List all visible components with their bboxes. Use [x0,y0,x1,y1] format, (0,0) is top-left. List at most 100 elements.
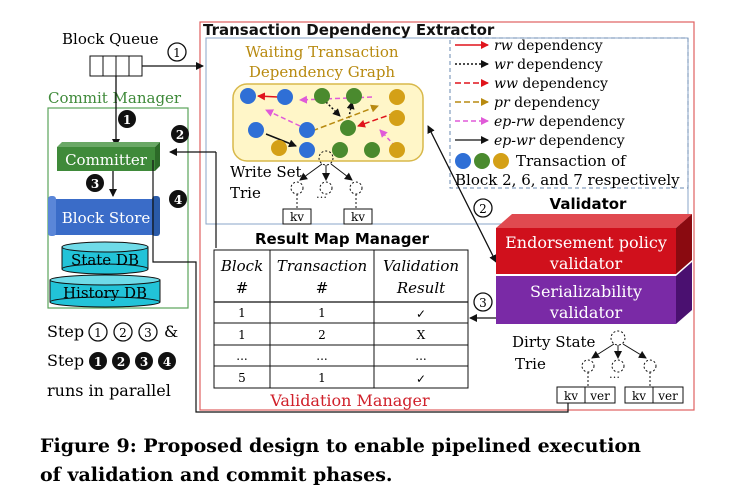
graph-title-1: Waiting Transaction [245,43,398,61]
committer-box: Committer [57,142,160,171]
table-cell: 5 [238,371,246,385]
result-map-title: Result Map Manager [255,230,430,248]
write-set-label-1: Write Set [230,163,302,181]
table-cell: 1 [318,371,326,385]
svg-text:…: … [609,368,620,381]
svg-text:kv: kv [351,210,365,224]
svg-text:Block: Block [220,257,263,275]
svg-text:4: 4 [174,193,182,207]
table-cell: 2 [318,328,326,342]
svg-text:Endorsement policy: Endorsement policy [505,233,667,252]
svg-text:1: 1 [94,355,102,369]
svg-text:4: 4 [163,355,171,369]
svg-text:ver: ver [589,389,610,403]
endorsement-validator: Endorsement policy validator [496,214,692,274]
svg-text:runs in parallel: runs in parallel [47,381,171,400]
marker-serial: 3 [473,292,493,312]
validation-manager-box [199,21,695,411]
dirty-kv-ver-2: kv ver [624,386,684,404]
commit-manager-title: Commit Manager [48,89,182,107]
svg-text:Serializability: Serializability [530,282,642,301]
commit-marker-1: 1 [118,110,136,128]
block-queue-label: Block Queue [62,30,159,48]
write-set-label-2: Trie [230,184,261,202]
svg-text:Block Store: Block Store [62,209,151,227]
svg-text:Step: Step [47,322,84,341]
graph-title-2: Dependency Graph [249,63,396,81]
result-map-headers: Block # Transaction # Validation Result [220,257,459,297]
svg-text:ww dependency: ww dependency [494,76,608,92]
svg-text:Result: Result [396,279,446,297]
marker-extract: 2 [473,198,493,218]
svg-text:ep-wr dependency: ep-wr dependency [494,133,625,149]
marker-queue: 1 [167,42,187,62]
svg-text:wr dependency: wr dependency [494,57,603,73]
result-map-rows: 1 1 ✓ 1 2 X ... ... ... 5 1 ✓ [236,306,426,386]
svg-text:validator: validator [549,303,623,322]
table-cell: ... [415,349,426,363]
table-cell: ... [316,349,327,363]
commit-marker-2: 2 [171,125,189,143]
svg-text:3: 3 [144,326,152,340]
svg-text:2: 2 [119,326,127,340]
steps-legend: Step 1 2 3 & Step 1 2 3 4 runs in parall… [47,322,178,400]
svg-text:Transaction of: Transaction of [516,152,627,170]
commit-marker-4: 4 [169,190,187,208]
validator-title: Validator [550,195,628,213]
svg-text:kv: kv [564,389,578,403]
svg-text:Step: Step [47,351,84,370]
svg-text:Block 2, 6, and 7 respectively: Block 2, 6, and 7 respectively [455,171,680,189]
svg-text:ver: ver [657,389,678,403]
caption-line-2: of validation and commit phases. [40,464,393,486]
graph-validator-arrow [427,125,497,263]
svg-text:&: & [164,322,178,341]
commit-marker-3: 3 [86,174,104,192]
svg-text:State DB: State DB [71,251,139,269]
caption-line-1: Figure 9: Proposed design to enable pipe… [40,435,641,457]
table-cell: ... [236,349,247,363]
svg-text:rw dependency: rw dependency [494,38,603,54]
block-queue [89,55,143,77]
svg-text:2: 2 [479,202,487,216]
svg-text:3: 3 [479,296,487,310]
table-cell: 1 [318,306,326,320]
history-db: History DB [49,274,161,308]
svg-text:3: 3 [91,177,99,191]
validation-manager-title: Validation Manager [269,391,430,410]
dirty-kv-ver-1: kv ver [556,386,616,404]
extractor-title: Transaction Dependency Extractor [203,21,495,39]
svg-text:#: # [316,279,329,297]
svg-text:Transaction: Transaction [277,257,367,275]
legend: rw dependency wr dependency ww dependenc… [455,38,680,189]
serializability-validator: Serializability validator [496,262,692,324]
svg-text:Committer: Committer [65,151,148,169]
svg-text:kv: kv [632,389,646,403]
committer-feedback-line [152,160,569,413]
table-cell: ✓ [416,372,426,386]
table-cell: 1 [238,306,246,320]
svg-text:1: 1 [94,326,102,340]
svg-text:…: … [316,188,327,201]
svg-text:2: 2 [176,128,184,142]
dirty-state-trie: … [581,330,657,386]
table-cell: 1 [238,328,246,342]
svg-text:1: 1 [173,46,181,60]
result-map-table [213,249,469,389]
state-db: State DB [61,241,149,275]
write-set-kv-1: kv [282,208,312,225]
svg-text:2: 2 [117,355,125,369]
svg-text:History DB: History DB [63,284,147,302]
table-cell: X [417,328,426,342]
svg-text:validator: validator [549,254,623,273]
dirty-state-label-2: Trie [515,355,546,373]
svg-text:kv: kv [290,210,304,224]
legend-box [449,37,689,189]
table-cell: ✓ [416,307,426,321]
write-set-trie: … [290,150,363,208]
svg-text:Validation: Validation [383,257,459,275]
dirty-state-label-1: Dirty State [512,333,596,351]
block-store-box: Block Store [48,196,160,236]
graph-nodes [240,88,405,158]
svg-text:3: 3 [140,355,148,369]
